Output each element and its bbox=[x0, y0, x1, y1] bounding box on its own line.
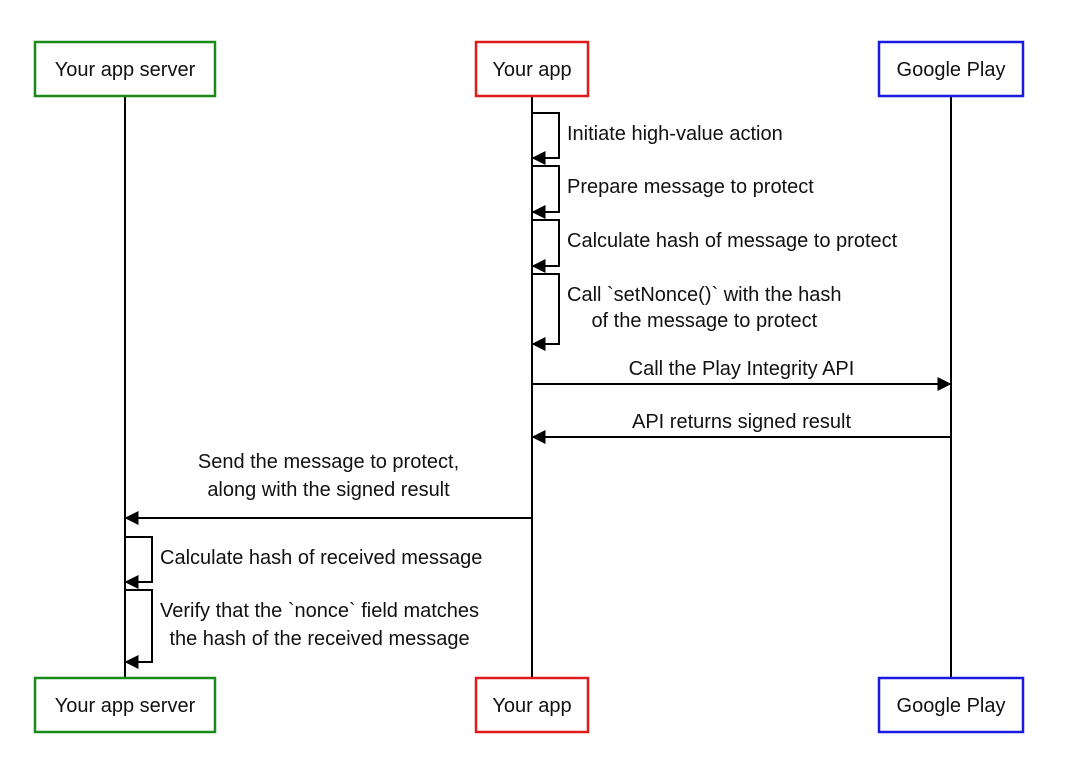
message-1: Initiate high-value action bbox=[531, 112, 783, 165]
message-2: Prepare message to protect bbox=[531, 165, 814, 219]
participant-box bbox=[474, 676, 590, 734]
message-3: Calculate hash of message to protect bbox=[531, 219, 898, 273]
participant-box bbox=[877, 676, 1025, 734]
message-8: Calculate hash of received message bbox=[124, 536, 482, 589]
participant-play-top: Google Play bbox=[877, 40, 1025, 98]
message-7: Send the message to protect, along with t… bbox=[124, 451, 532, 525]
self-message-arrow bbox=[531, 165, 560, 219]
message-label: API returns signed result bbox=[632, 411, 851, 433]
participant-label: Your app bbox=[492, 695, 571, 717]
message-9: Verify that the `nonce` field matches the… bbox=[124, 589, 479, 669]
message-label: of the message to protect bbox=[591, 310, 817, 332]
message-label: Call `setNonce()` with the hash bbox=[567, 284, 842, 306]
message-label: Calculate hash of received message bbox=[160, 547, 482, 569]
participant-box bbox=[877, 40, 1025, 98]
participant-server-bottom: Your app server bbox=[33, 676, 217, 734]
participant-server-top: Your app server bbox=[33, 40, 217, 98]
participant-app-top: Your app bbox=[474, 40, 590, 98]
message-5: Call the Play Integrity API bbox=[532, 358, 952, 391]
message-label: the hash of the received message bbox=[169, 628, 469, 650]
message-6: API returns signed result bbox=[531, 411, 951, 444]
message-label: Prepare message to protect bbox=[567, 176, 814, 198]
participant-label: Your app server bbox=[55, 59, 196, 81]
participant-label: Your app server bbox=[55, 695, 196, 717]
self-message-arrow bbox=[124, 536, 153, 589]
self-message-arrow bbox=[531, 112, 560, 165]
participant-box bbox=[33, 676, 217, 734]
participant-play-bottom: Google Play bbox=[877, 676, 1025, 734]
message-label: Send the message to protect, bbox=[198, 451, 459, 473]
self-message-arrow bbox=[531, 219, 560, 273]
message-4: Call `setNonce()` with the hash of the me… bbox=[531, 273, 842, 351]
message-label: Call the Play Integrity API bbox=[629, 358, 855, 380]
self-message-arrow bbox=[124, 589, 153, 669]
message-label: along with the signed result bbox=[207, 479, 450, 501]
participant-box bbox=[33, 40, 217, 98]
participant-label: Google Play bbox=[897, 695, 1006, 717]
message-label: Calculate hash of message to protect bbox=[567, 230, 898, 252]
self-message-arrow bbox=[531, 273, 560, 351]
participant-label: Your app bbox=[492, 59, 571, 81]
participant-app-bottom: Your app bbox=[474, 676, 590, 734]
message-label: Verify that the `nonce` field matches bbox=[160, 600, 479, 622]
participant-box bbox=[474, 40, 590, 98]
message-label: Initiate high-value action bbox=[567, 123, 783, 145]
participant-label: Google Play bbox=[897, 59, 1006, 81]
